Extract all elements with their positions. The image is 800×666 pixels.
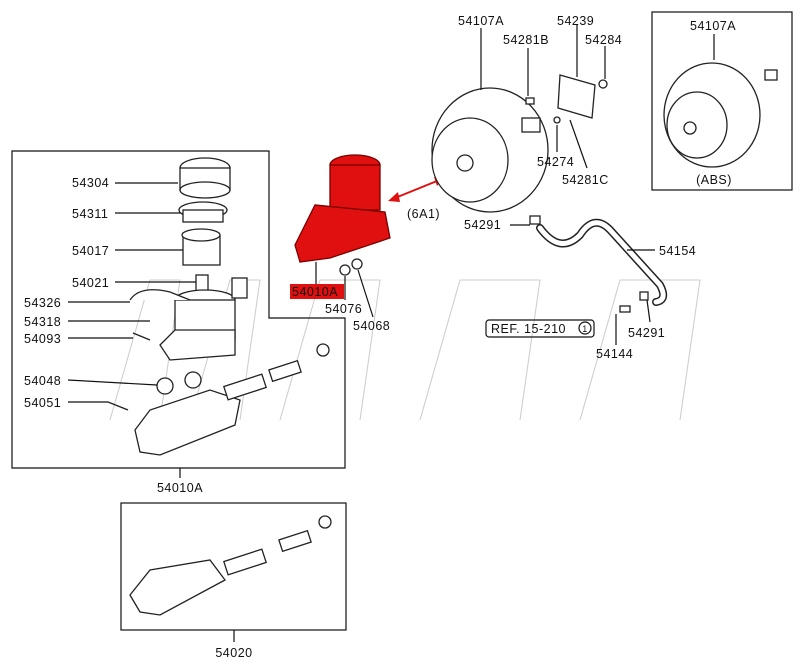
- label-54010A-highlighted[interactable]: 54010A: [292, 285, 338, 299]
- nut-54076[interactable]: [339, 264, 351, 276]
- label-54107A-abs[interactable]: 54107A: [690, 19, 736, 33]
- label-54010A-box[interactable]: 54010A: [157, 481, 203, 495]
- label-54154[interactable]: 54154: [659, 244, 696, 258]
- connection-arrow: [388, 177, 444, 202]
- assembly-box: [11, 150, 346, 469]
- label-54239[interactable]: 54239: [557, 14, 594, 28]
- washer-54274[interactable]: [553, 116, 561, 124]
- ref-label[interactable]: REF. 15-210: [491, 322, 566, 336]
- reservoir-cap[interactable]: [179, 157, 231, 199]
- label-54291-upper[interactable]: 54291: [464, 218, 501, 232]
- label-54076[interactable]: 54076: [325, 302, 362, 316]
- sensor-connector[interactable]: [231, 277, 248, 299]
- pin-54281B[interactable]: [525, 97, 535, 105]
- reservoir[interactable]: [181, 228, 221, 266]
- nut-54068[interactable]: [351, 258, 363, 270]
- screw[interactable]: [132, 332, 151, 341]
- label-54051[interactable]: 54051: [24, 396, 61, 410]
- label-54048[interactable]: 54048: [24, 374, 61, 388]
- abs-brake-booster[interactable]: [663, 62, 778, 168]
- label-54144[interactable]: 54144: [596, 347, 633, 361]
- highlighted-label-bg: [290, 284, 344, 299]
- bolt-54144[interactable]: [619, 305, 631, 313]
- label-54304[interactable]: 54304: [72, 176, 109, 190]
- label-54326[interactable]: 54326: [24, 296, 61, 310]
- label-54281C[interactable]: 54281C: [562, 173, 609, 187]
- label-54017[interactable]: 54017: [72, 244, 109, 258]
- clamp-54291-lower[interactable]: [639, 291, 649, 301]
- label-54093[interactable]: 54093: [24, 332, 61, 346]
- label-54068[interactable]: 54068: [353, 319, 390, 333]
- pin-screw[interactable]: [107, 401, 129, 411]
- ref-box: [485, 319, 595, 338]
- strainer[interactable]: [178, 201, 228, 223]
- label-54318[interactable]: 54318: [24, 315, 61, 329]
- label-abs: (ABS): [696, 173, 732, 187]
- label-6A1: (6A1): [407, 207, 440, 221]
- reservoir-body[interactable]: [159, 289, 236, 361]
- nut-54284[interactable]: [598, 79, 608, 89]
- label-54021[interactable]: 54021: [72, 276, 109, 290]
- gasket[interactable]: [557, 74, 596, 119]
- label-54284[interactable]: 54284: [585, 33, 622, 47]
- master-cylinder-kit[interactable]: [129, 515, 332, 616]
- label-54291-lower[interactable]: 54291: [628, 326, 665, 340]
- label-54107A[interactable]: 54107A: [458, 14, 504, 28]
- vacuum-hose[interactable]: [536, 218, 668, 306]
- sensor-hose[interactable]: [129, 289, 191, 301]
- brake-booster[interactable]: [431, 87, 549, 213]
- master-cylinder[interactable]: [134, 343, 330, 456]
- label-54311[interactable]: 54311: [72, 207, 108, 221]
- abs-box: [651, 11, 793, 191]
- label-54274[interactable]: 54274: [537, 155, 574, 169]
- highlighted-master-cylinder[interactable]: [294, 154, 391, 263]
- label-54020[interactable]: 54020: [215, 646, 252, 660]
- label-54281B[interactable]: 54281B: [503, 33, 549, 47]
- clamp-54291-upper[interactable]: [529, 215, 541, 225]
- ref-circle-number: 1: [582, 324, 588, 334]
